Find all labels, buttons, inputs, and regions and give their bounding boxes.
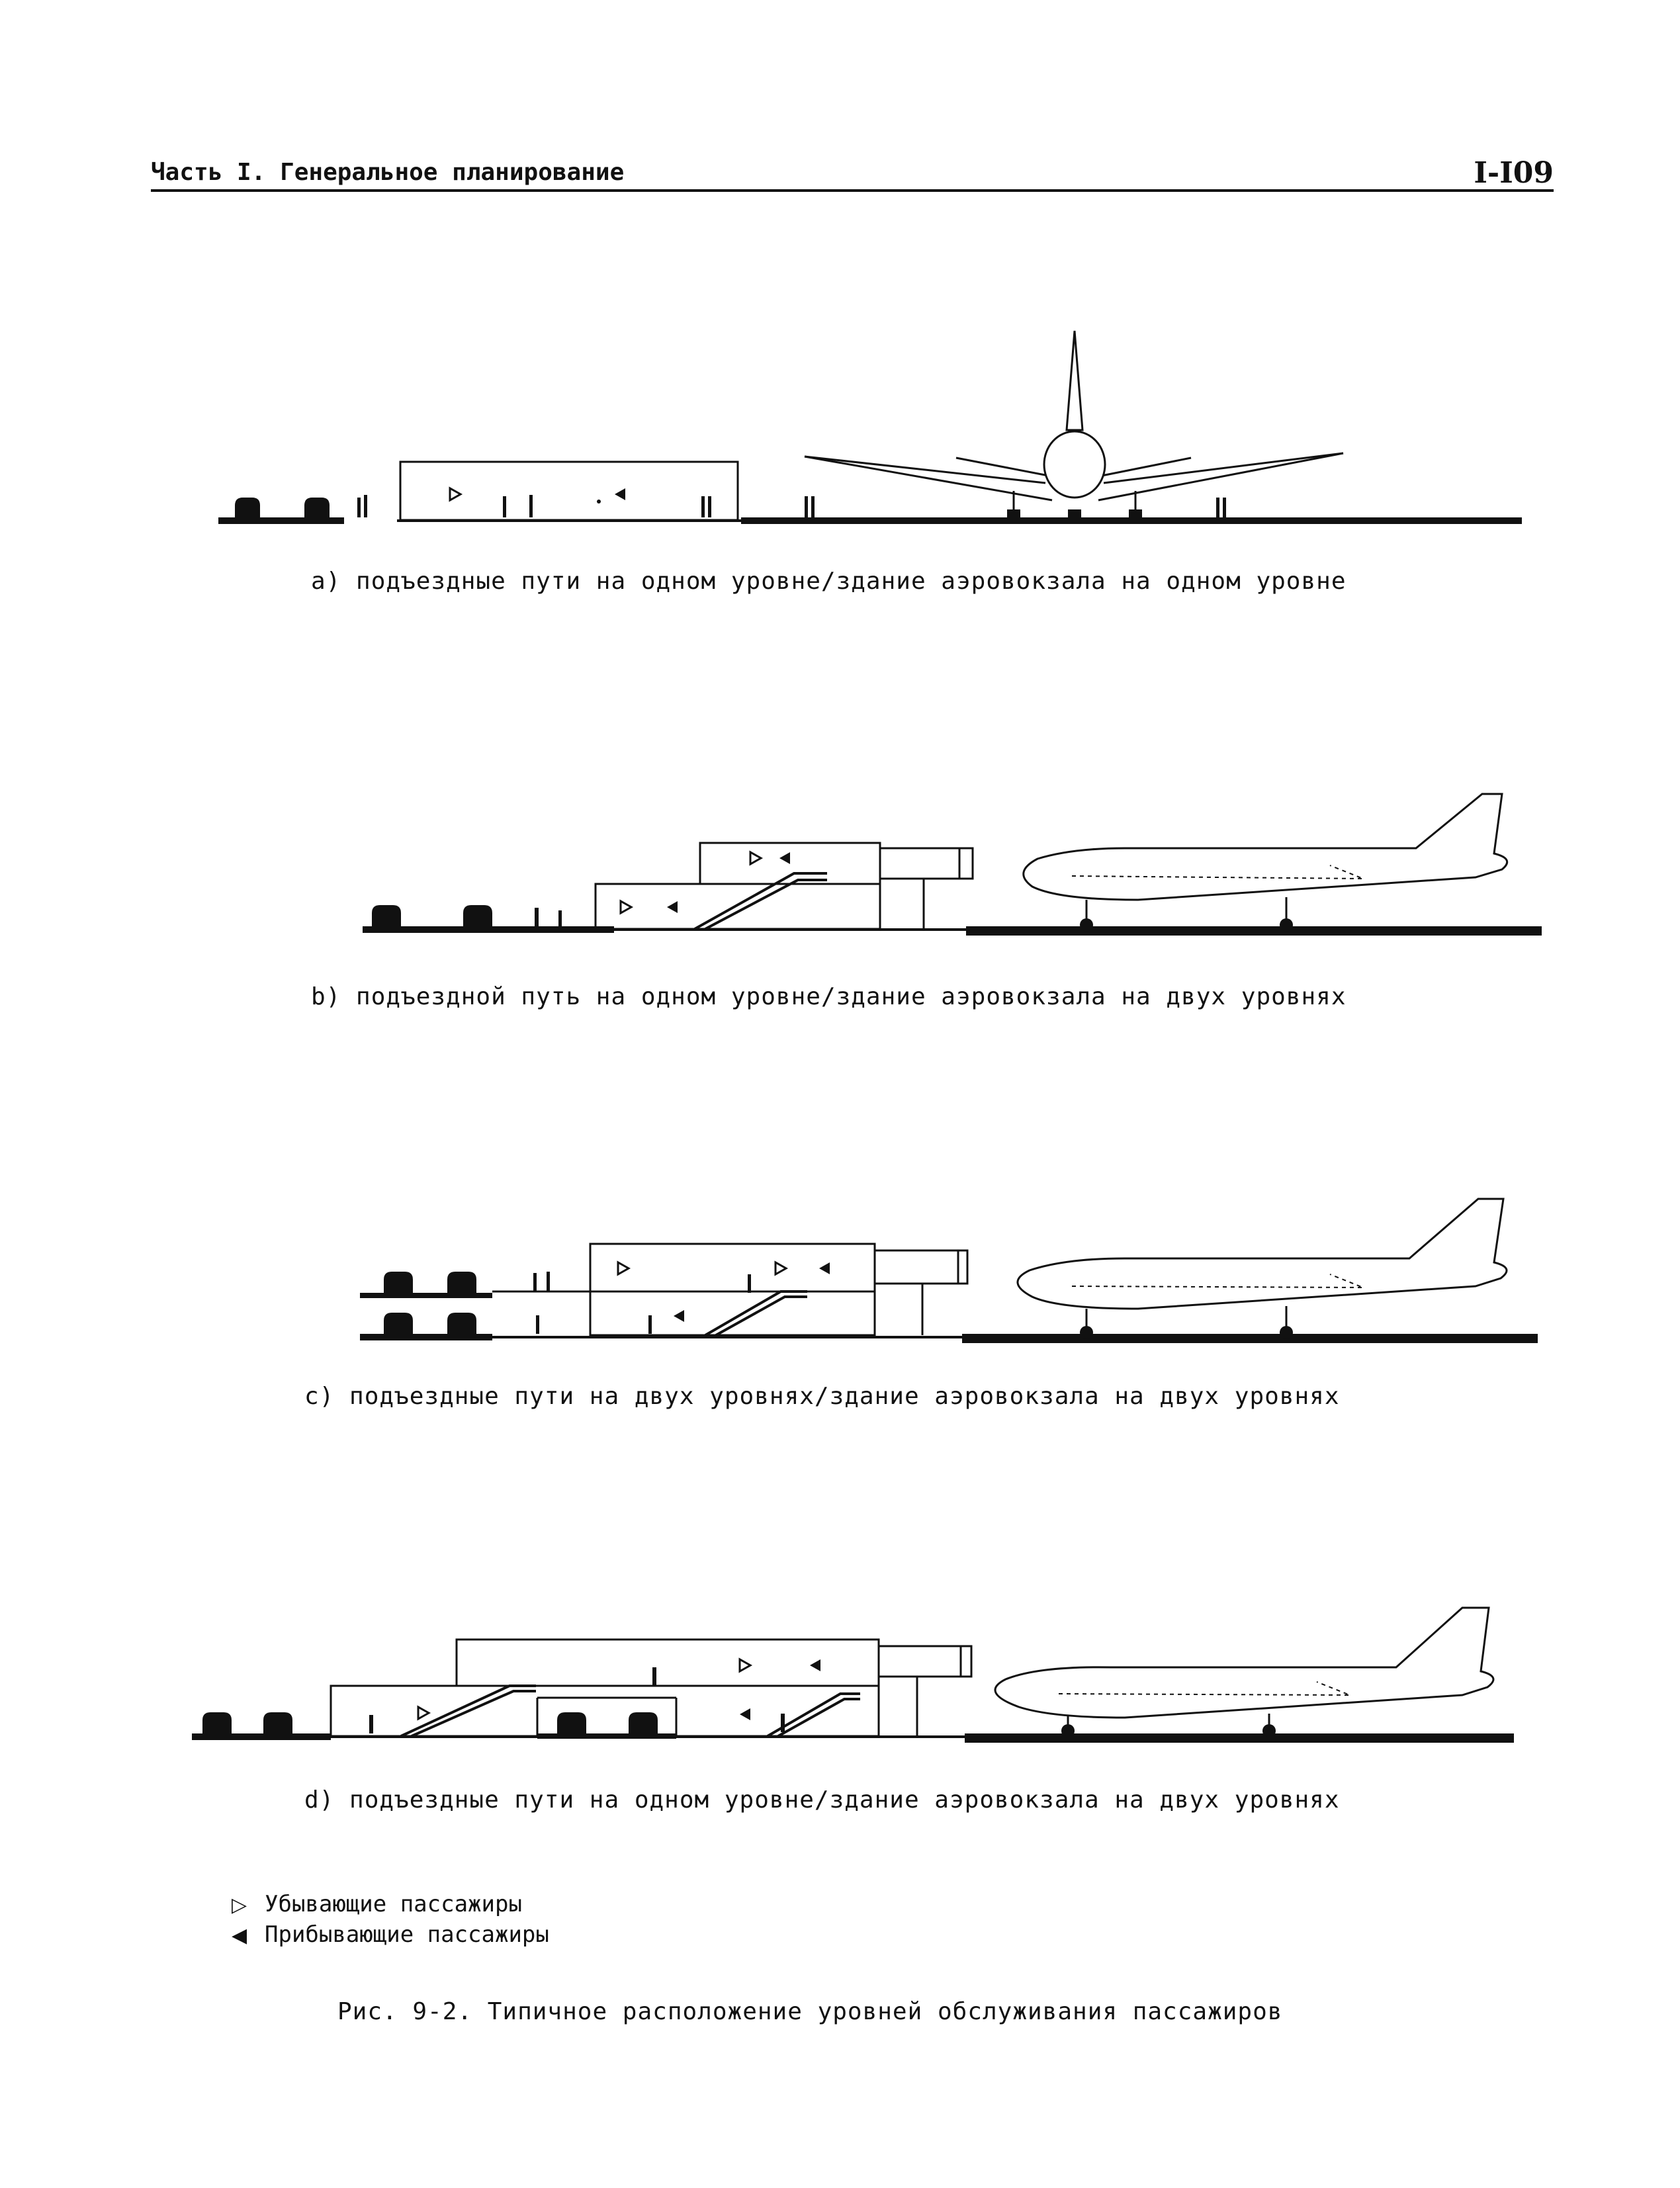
car-icon: [557, 1712, 586, 1733]
figure-caption: Рис. 9-2. Типичное расположение уровней …: [337, 1998, 1283, 2025]
terminal-building: [330, 1638, 973, 1737]
car-icon: [372, 905, 401, 926]
terminal-building: [399, 460, 739, 521]
header-rule: [151, 189, 1554, 192]
airplane-side-view: [1022, 793, 1509, 932]
page-header: Часть I. Генеральное планирование I-I09: [151, 156, 1554, 192]
legend-arriving-label: Прибывающие пассажиры: [265, 1921, 549, 1948]
car-icon: [447, 1313, 476, 1334]
diagram-b: [363, 793, 1542, 936]
legend-departing-label: Убывающие пассажиры: [265, 1891, 522, 1917]
arriving-arrow-icon: ◀: [232, 1924, 247, 1947]
legend-arriving: ◀ Прибывающие пассажиры: [232, 1921, 549, 1948]
escalator: [694, 872, 827, 930]
passenger-icons: [533, 1272, 751, 1334]
escalator: [400, 1685, 860, 1737]
terminal-building: [492, 1243, 969, 1336]
passenger-icons: [369, 1667, 785, 1733]
diagram-a: [218, 330, 1522, 524]
car-icon: [202, 1712, 232, 1733]
passenger-icons: [357, 495, 1226, 517]
section-title: Часть I. Генеральное планирование: [151, 159, 625, 186]
car-icon: [304, 498, 330, 517]
diagram-d: [192, 1606, 1514, 1743]
airplane-front-view: [804, 330, 1344, 517]
car-icon: [235, 498, 260, 517]
car-icon: [263, 1712, 292, 1733]
legend-departing: ▷ Убывающие пассажиры: [232, 1891, 522, 1917]
ground-line: [360, 1293, 1538, 1343]
passenger-icons: [535, 908, 562, 926]
caption-a: a) подъездные пути на одном уровне/здани…: [311, 568, 1347, 595]
car-icon: [447, 1272, 476, 1293]
page-number: I-I09: [1474, 156, 1554, 190]
ground-line: [363, 926, 1542, 936]
arrow-icons: [417, 1657, 820, 1721]
diagram-c: [360, 1198, 1538, 1343]
caption-c: c) подъездные пути на двух уровнях/здани…: [304, 1383, 1340, 1410]
airplane-side-view: [994, 1606, 1495, 1737]
departing-arrow-icon: [449, 486, 463, 502]
car-icon: [384, 1313, 413, 1334]
escalator: [704, 1290, 807, 1336]
car-icon: [629, 1712, 658, 1733]
departing-arrow-icon: ▷: [232, 1894, 247, 1917]
caption-b: b) подъездной путь на одном уровне/здани…: [311, 983, 1347, 1010]
arriving-arrow-icon: [615, 488, 625, 500]
arrow-icons: [619, 850, 790, 915]
ground-line: [192, 1733, 1514, 1743]
caption-d: d) подъездные пути на одном уровне/здани…: [304, 1786, 1340, 1814]
terminal-building: [594, 842, 974, 930]
airplane-side-view: [1016, 1198, 1508, 1339]
car-icon: [384, 1272, 413, 1293]
car-icon: [463, 905, 492, 926]
arrow-icons: [617, 1260, 830, 1322]
